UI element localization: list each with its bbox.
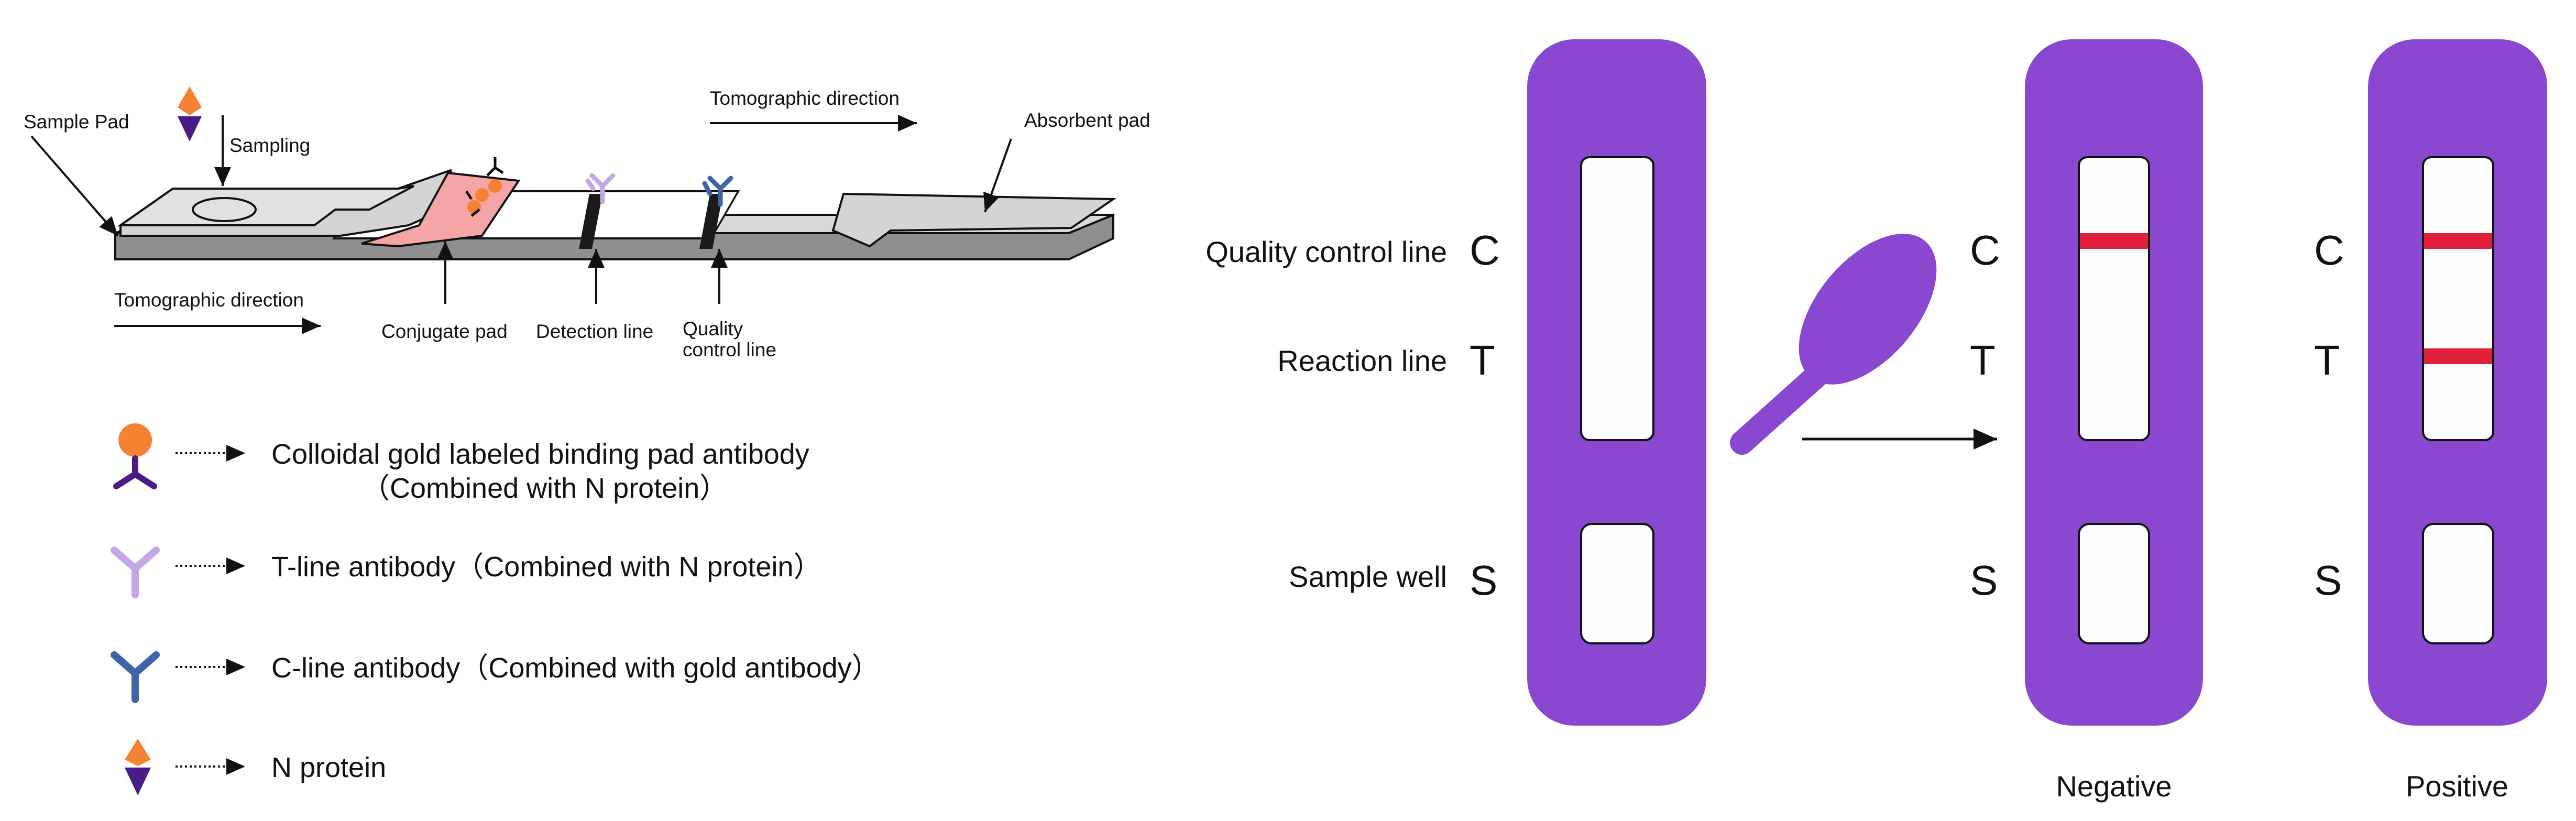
t-antibody-on-strip-icon [585, 173, 616, 204]
reaction-line-label: Reaction line [1277, 344, 1447, 377]
cassette3-letter-s: S [2314, 557, 2342, 604]
absorbent-pad-label: Absorbent pad [1024, 110, 1150, 131]
tomographic-bottom-label: Tomographic direction [114, 289, 304, 311]
cassette2-result-window [2078, 156, 2150, 441]
cassette-section: Quality control line Reaction line Sampl… [1205, 39, 2547, 803]
legend: Colloidal gold labeled binding pad antib… [111, 423, 880, 795]
sample-pad-top [117, 185, 414, 226]
cassette3-sample-well [2422, 523, 2494, 644]
negative-label: Negative [2056, 770, 2172, 803]
cassette3-test-line [2424, 348, 2492, 364]
sample-hole [192, 197, 257, 222]
cassette3-result-window [2422, 156, 2494, 441]
cassette1-result-window [1580, 156, 1654, 441]
sample-pad-arrow [30, 135, 119, 237]
sample-pad-label: Sample Pad [24, 111, 129, 133]
cassette1-letter-t: T [1470, 337, 1495, 384]
absorbent-pad-arrow [983, 138, 1012, 213]
quality-line-label-1: Quality [683, 318, 743, 340]
sampling-label: Sampling [229, 135, 310, 156]
detection-line-mark [579, 194, 602, 249]
cassette3-letter-c: C [2314, 227, 2344, 273]
absorbent-pad [831, 192, 1117, 248]
cassette1-sample-well [1580, 523, 1654, 644]
legend-t-line-antibody: T-line antibody（Combined with N protein） [271, 551, 822, 583]
legend-gold-antibody-line2: （Combined with N protein） [361, 473, 728, 504]
tomographic-top-label: Tomographic direction [710, 87, 900, 109]
legend-n-protein: N protein [271, 752, 386, 783]
gold-antibody-icon [113, 423, 157, 489]
conjugate-pad-label: Conjugate pad [381, 321, 508, 342]
quality-line-label-2: control line [683, 339, 776, 360]
cassette3-control-line [2424, 233, 2492, 249]
cassette1-letter-c: C [1470, 227, 1500, 273]
n-protein-icon [125, 739, 151, 795]
gold-particles-icon [465, 157, 504, 217]
cassette2-letter-c: C [1970, 227, 2000, 273]
n-protein-sampling-icon [178, 86, 202, 141]
c-antibody-on-strip-icon [702, 176, 733, 207]
cassette-positive: C T S Positive [2314, 39, 2547, 803]
quality-control-line-label: Quality control line [1205, 235, 1447, 268]
detection-line-label: Detection line [536, 321, 653, 342]
cassette2-letter-t: T [1970, 337, 1996, 384]
cassette2-control-line [2080, 233, 2148, 249]
cassette-negative: C T S Negative [1970, 39, 2203, 803]
c-line-antibody-icon [111, 651, 160, 703]
test-strip-diagram: Sample Pad Sampling Tomographic directio… [24, 86, 1150, 360]
cassette3-letter-t: T [2314, 337, 2340, 384]
legend-gold-antibody-line1: Colloidal gold labeled binding pad antib… [271, 439, 809, 470]
swab-icon [1730, 234, 1937, 455]
t-line-antibody-icon [111, 546, 160, 598]
cassette1-letter-s: S [1470, 557, 1497, 604]
cassette2-letter-s: S [1970, 557, 1998, 604]
control-line-mark [699, 194, 723, 249]
cassette2-sample-well [2078, 523, 2150, 644]
sample-well-label: Sample well [1289, 560, 1447, 593]
cassette-unused: C T S [1470, 39, 1706, 726]
positive-label: Positive [2406, 770, 2508, 803]
legend-c-line-antibody: C-line antibody（Combined with gold antib… [271, 652, 880, 684]
